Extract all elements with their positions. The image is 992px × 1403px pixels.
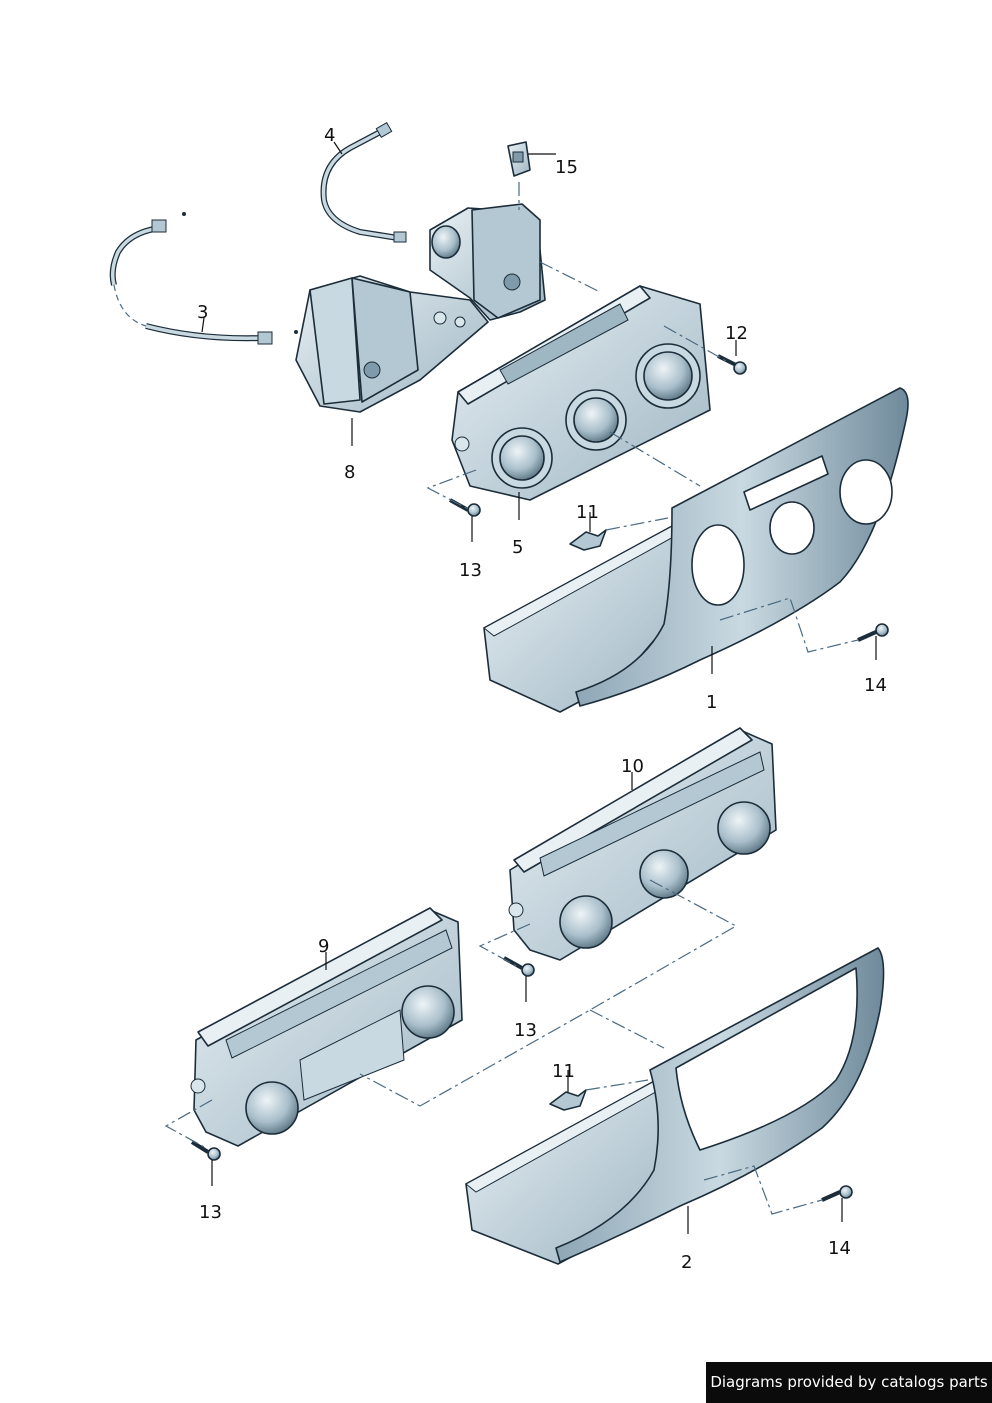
callout-11-upper: 11 [576, 502, 599, 523]
callout-4: 4 [324, 125, 335, 146]
callout-9: 9 [318, 936, 329, 957]
callout-13-lower: 13 [199, 1202, 222, 1223]
trim-panel-part-2 [465, 947, 885, 1265]
callout-15: 15 [555, 157, 578, 178]
callout-labels: 4 15 3 12 8 11 5 13 14 1 10 9 13 11 13 1… [197, 125, 887, 1273]
clip-part-11-upper [569, 529, 607, 551]
callout-12: 12 [725, 323, 748, 344]
leader-lines [201, 141, 877, 1234]
callout-13-upper: 13 [459, 560, 482, 581]
screw-part-13-lower [190, 1140, 221, 1161]
clip-part-11-lower [549, 1089, 587, 1111]
callout-10: 10 [621, 756, 644, 777]
callout-1: 1 [706, 692, 717, 713]
clip-part-15 [507, 141, 531, 177]
callout-8: 8 [344, 462, 355, 483]
screw-part-13-middle [503, 956, 535, 977]
screw-part-14-lower [821, 1185, 853, 1202]
callout-14-lower: 14 [828, 1238, 851, 1259]
cable-part-4 [320, 121, 407, 243]
control-unit-part-9 [190, 907, 463, 1147]
assembly-lines [164, 182, 859, 1215]
callout-13-middle: 13 [514, 1020, 537, 1041]
control-unit-part-5 [451, 285, 711, 501]
callout-11-lower: 11 [552, 1061, 575, 1082]
callout-3: 3 [197, 302, 208, 323]
credit-banner: Diagrams provided by catalogs parts [706, 1362, 992, 1403]
screw-part-14-upper [857, 623, 889, 642]
callout-2: 2 [681, 1252, 692, 1273]
callout-5: 5 [512, 537, 523, 558]
screw-part-12 [717, 354, 747, 375]
cable-part-3 [109, 212, 298, 345]
trim-panel-part-1 [483, 387, 909, 713]
callout-14-upper: 14 [864, 675, 887, 696]
bracket-part-8 [295, 203, 546, 413]
control-unit-part-10 [508, 727, 777, 961]
